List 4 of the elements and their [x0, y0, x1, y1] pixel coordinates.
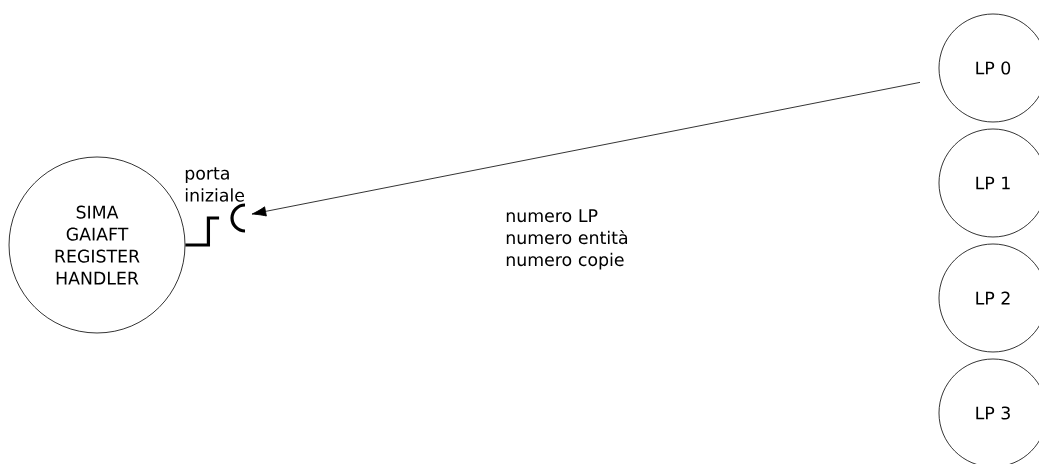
port-label: porta iniziale — [185, 167, 244, 202]
edge-label: numero LP numero entità numero copie — [506, 209, 627, 270]
arrow — [251, 82, 921, 217]
port-socket — [230, 203, 246, 233]
